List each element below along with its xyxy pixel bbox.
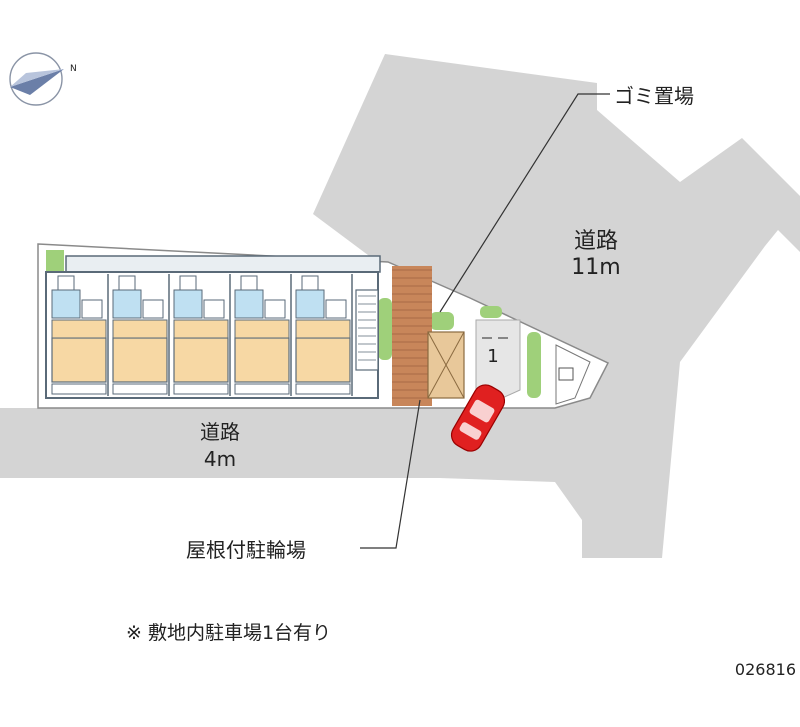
unit-balcony: [112, 383, 168, 395]
unit-toilet: [203, 299, 225, 319]
apartment-unit-3: [173, 274, 231, 396]
hedge-garbage: [480, 306, 502, 318]
apartment-unit-2: [112, 274, 170, 396]
bike-parking-roof: [427, 331, 465, 399]
compass-icon: N: [9, 52, 77, 106]
unit-bath: [295, 289, 325, 319]
leader-bike: [360, 399, 421, 549]
compass-north-letter: N: [70, 64, 77, 74]
label-road-front-width: 4m: [204, 447, 236, 471]
hedge-drive-right: [527, 332, 541, 398]
label-bike-parking: 屋根付駐輪場: [186, 538, 306, 562]
leader-garbage: [439, 93, 610, 313]
meter-box: [555, 344, 591, 405]
unit-entry: [118, 275, 136, 291]
unit-balcony: [51, 383, 107, 395]
unit-kitchen: [51, 319, 107, 339]
unit-bath: [234, 289, 264, 319]
unit-kitchen: [112, 319, 168, 339]
apartment-unit-1: [51, 274, 109, 396]
hedge-right: [378, 298, 392, 360]
unit-entry: [57, 275, 75, 291]
unit-entry: [240, 275, 258, 291]
car-icon: [450, 384, 506, 452]
unit-balcony: [295, 383, 351, 395]
staircase: [355, 289, 379, 371]
unit-bath: [112, 289, 142, 319]
unit-balcony: [234, 383, 290, 395]
unit-room: [112, 337, 168, 383]
label-road-main-name: 道路: [574, 229, 618, 254]
hedge-top: [46, 250, 64, 272]
unit-kitchen: [173, 319, 229, 339]
property-code: 026816: [735, 660, 796, 679]
unit-toilet: [325, 299, 347, 319]
unit-balcony: [173, 383, 229, 395]
unit-entry: [179, 275, 197, 291]
brick-walkway: [392, 266, 432, 406]
unit-entry: [301, 275, 319, 291]
unit-toilet: [81, 299, 103, 319]
unit-room: [173, 337, 229, 383]
label-road-front-name: 道路: [200, 420, 240, 444]
apartment-unit-5: [295, 274, 353, 396]
unit-room: [51, 337, 107, 383]
unit-room: [234, 337, 290, 383]
unit-toilet: [264, 299, 286, 319]
apartment-unit-4: [234, 274, 292, 396]
unit-kitchen: [295, 319, 351, 339]
parking-space-number: 1: [487, 346, 498, 367]
unit-toilet: [142, 299, 164, 319]
label-road-main-width: 11m: [571, 255, 620, 280]
unit-room: [295, 337, 351, 383]
unit-bath: [173, 289, 203, 319]
unit-bath: [51, 289, 81, 319]
building-roof-edge: [65, 255, 381, 273]
unit-kitchen: [234, 319, 290, 339]
label-garbage: ゴミ置場: [614, 84, 694, 108]
hedge-drive-left: [430, 312, 454, 330]
parking-note: ※ 敷地内駐車場1台有り: [126, 622, 331, 644]
